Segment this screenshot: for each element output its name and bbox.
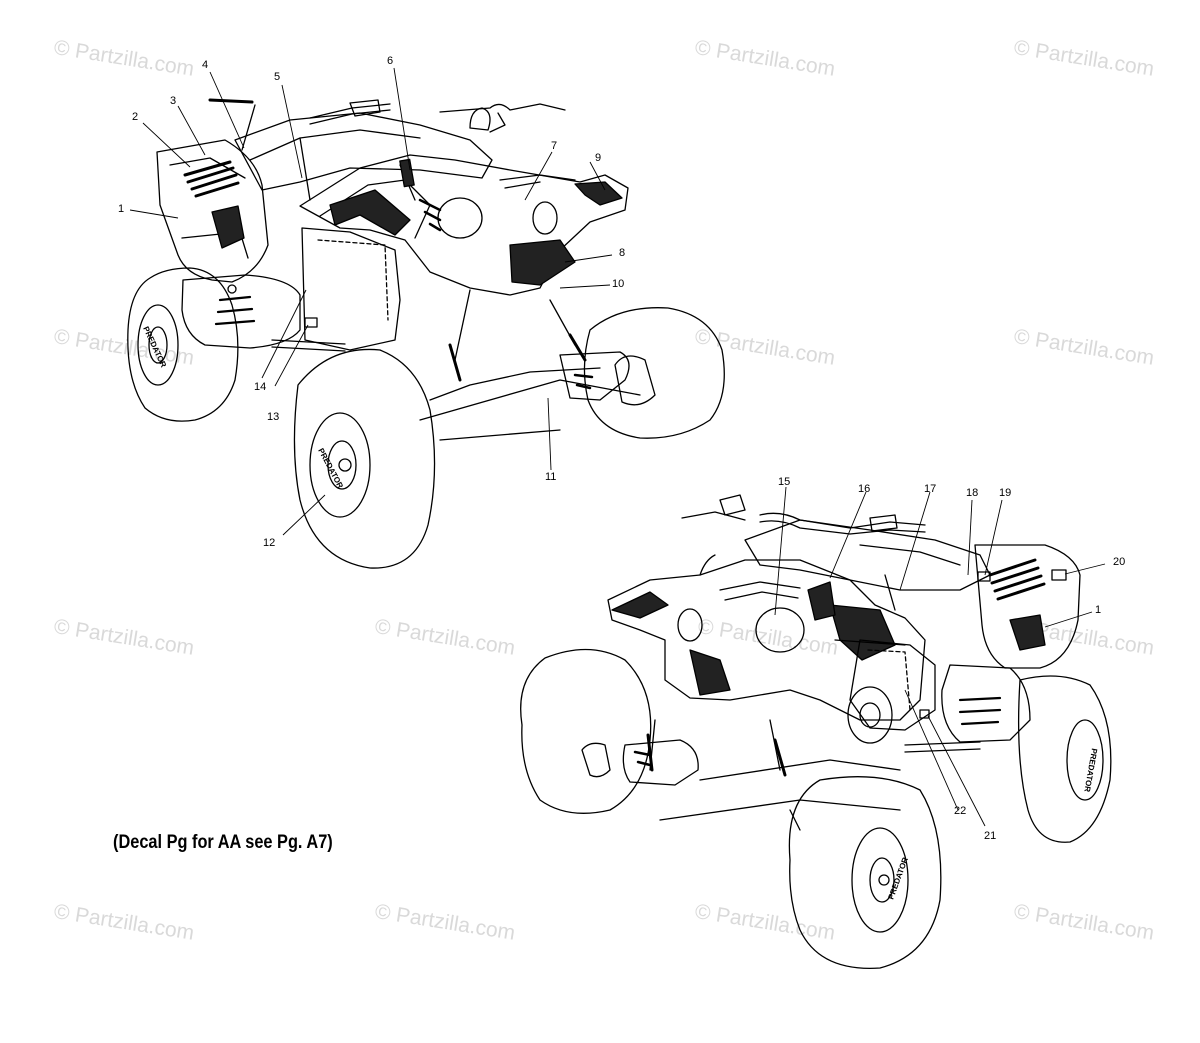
rear-fender-right: [941, 544, 1081, 743]
callout-label: 17: [924, 483, 937, 495]
callout-label: 8: [619, 247, 626, 259]
callout-label: 18: [966, 487, 979, 499]
callout-label: 12: [263, 537, 276, 549]
side-panel: [271, 227, 401, 352]
callout-label: 7: [551, 140, 558, 152]
callout-label: 6: [387, 55, 394, 67]
callout-label: 3: [170, 95, 177, 107]
tire-brand-label: PREDATOR: [1082, 748, 1099, 793]
callout-label: 13: [267, 411, 280, 423]
callout-label: 2: [132, 111, 139, 123]
atv-rear-view: [127, 98, 725, 569]
callout-leaders: [129, 67, 1106, 827]
seat-body-front: [744, 519, 991, 611]
seat-body: [208, 98, 493, 201]
callout-label: 14: [254, 381, 267, 393]
callout-label: 1: [118, 203, 125, 215]
callout-label: 10: [612, 278, 625, 290]
decal-page-note: (Decal Pg for AA see Pg. A7): [113, 832, 333, 853]
callout-label: 9: [595, 152, 602, 164]
wheel-front-right: [583, 307, 725, 439]
wheel-front-left-far: [520, 648, 652, 814]
callout-label: 19: [999, 487, 1012, 499]
wheel-front-left: [293, 348, 436, 569]
callout-label: 21: [984, 830, 997, 842]
callout-label: 15: [778, 476, 791, 488]
callout-label: 4: [202, 59, 209, 71]
rear-fender: [156, 139, 301, 349]
wheel-front-right-near: [788, 776, 942, 969]
front-suspension: [419, 289, 641, 441]
handlebar: [309, 99, 566, 133]
front-suspension-right: [622, 719, 901, 831]
atv-front-view: [520, 494, 1112, 969]
front-fender-right: [607, 554, 926, 721]
callout-label: 22: [954, 805, 967, 817]
callout-label: 11: [545, 471, 557, 483]
callout-label: 5: [274, 71, 281, 83]
callout-label: 16: [858, 483, 871, 495]
callout-label: 1: [1095, 604, 1102, 616]
wheel-rear-left: [127, 267, 239, 422]
callout-label: 20: [1113, 556, 1126, 568]
front-fender: [299, 154, 629, 296]
wheel-rear-right: [1017, 675, 1112, 843]
handlebar-front: [681, 494, 926, 535]
